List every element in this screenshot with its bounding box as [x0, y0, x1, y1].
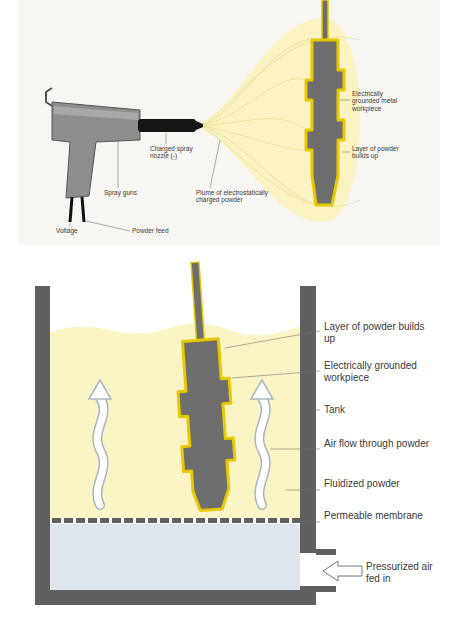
callout-label: Charged spray nozzle (-) [150, 145, 210, 160]
callout-label: Tank [324, 404, 434, 416]
callout-label: Plume of electrostatically charged powde… [196, 189, 286, 204]
callout-label: Electrically grounded workpiece [324, 360, 434, 383]
callout-label: Electrically grounded metal workpiece [352, 90, 410, 112]
callout-label: Air flow through powder [324, 438, 434, 450]
callout-label: Pressurized air fed in [366, 561, 446, 584]
callout-label: Permeable membrane [324, 510, 434, 522]
callout-label: Fluidized powder [324, 478, 434, 490]
callout-label: Layer of powder builds up [324, 321, 434, 344]
callout-label: Voltage [56, 227, 96, 234]
callout-label: Powder feed [132, 227, 192, 234]
callout-label: Spray guns [104, 189, 154, 196]
callout-label: Layer of powder builds up [352, 145, 408, 160]
